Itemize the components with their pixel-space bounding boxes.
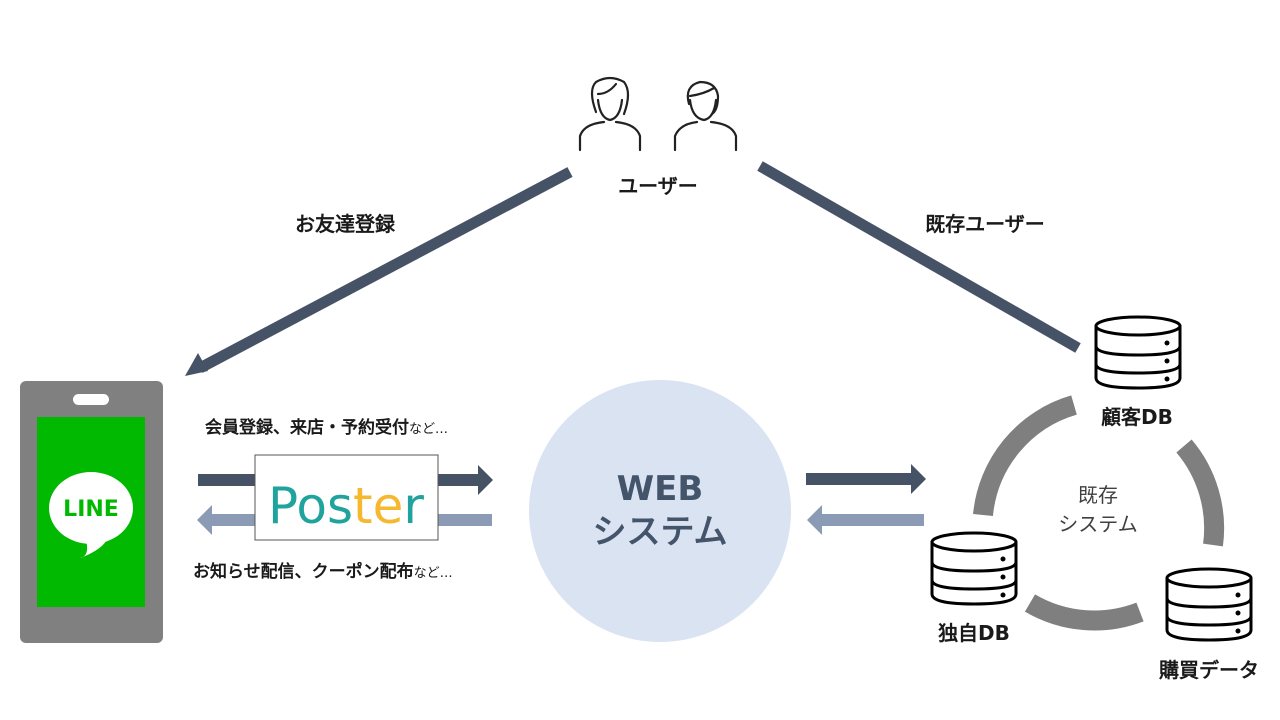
own-db-icon — [930, 531, 1018, 606]
existing-system-cycle — [973, 395, 1225, 631]
existing-to-web-arrowhead — [807, 505, 822, 535]
user-male-icon — [673, 80, 738, 152]
existing-users-line — [757, 161, 1081, 353]
line-to-web-caption: 会員登録、来店・予約受付など… — [205, 417, 448, 438]
line-logo: LINE — [49, 472, 133, 558]
web-to-line-caption-main: お知らせ配信、クーポン配布 — [193, 561, 414, 582]
line-to-web-arrowhead — [478, 465, 493, 495]
line-to-web-caption-main: 会員登録、来店・予約受付 — [205, 417, 409, 438]
friend-add-arrowhead — [185, 353, 208, 376]
friend-add-label: お友達登録 — [295, 212, 396, 236]
line-logo-text: LINE — [63, 497, 119, 522]
web-system-label-line1: WEB — [617, 469, 704, 509]
purchase-data-label: 購買データ — [1159, 658, 1259, 682]
existing-system-label-line1: 既存 — [1078, 483, 1118, 507]
poster-logo: Poster — [254, 454, 439, 541]
customer-db-label: 顧客DB — [1101, 405, 1173, 429]
users-label: ユーザー — [618, 174, 698, 198]
web-system-circle — [529, 380, 791, 642]
web-to-line-caption: お知らせ配信、クーポン配布など… — [193, 561, 453, 582]
own-db-label: 独自DB — [938, 621, 1010, 645]
existing-to-web-arrow — [821, 514, 924, 526]
web-to-existing-arrowhead — [911, 464, 926, 494]
web-to-line-arrowhead — [197, 505, 212, 535]
customer-db-icon — [1094, 315, 1182, 390]
purchase-data-db-icon — [1165, 567, 1253, 642]
poster-logo-text: Poster — [268, 477, 424, 535]
existing-system-label-line2: システム — [1058, 512, 1137, 536]
existing-users-label: 既存ユーザー — [925, 212, 1045, 236]
web-to-line-caption-suffix: など… — [414, 566, 453, 581]
friend-add-arrow — [197, 167, 573, 373]
line-to-web-caption-suffix: など… — [409, 422, 448, 437]
web-system-label-line2: システム — [593, 512, 728, 552]
web-to-existing-arrow — [806, 473, 912, 485]
user-female-icon — [578, 76, 642, 152]
